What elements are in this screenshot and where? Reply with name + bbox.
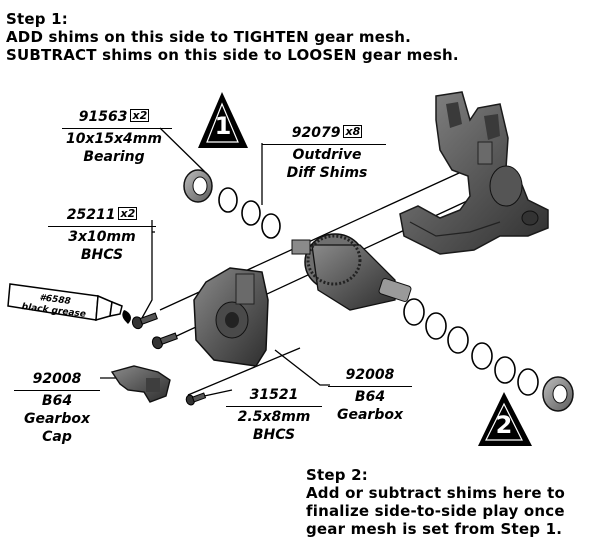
- bearing-quantity: x2: [130, 109, 150, 122]
- gearbox-part-number: 92008: [345, 367, 395, 383]
- bhcs-long-quantity: x2: [118, 207, 138, 220]
- shims-name-line-1: Outdrive: [292, 147, 362, 163]
- grease-tube: [7, 283, 131, 324]
- bhcs-long-part-number: 25211: [66, 207, 116, 223]
- step-2-line-3: gear mesh is set from Step 1.: [306, 520, 563, 538]
- upper-bulkhead: [399, 91, 549, 255]
- gearbox-cap-name-line-1: Gearbox: [23, 411, 90, 427]
- bhcs-short-size: 2.5x8mm: [237, 409, 311, 425]
- step-2-line-1: Add or subtract shims here to: [306, 484, 565, 502]
- step-1-line-2: SUBTRACT shims on this side to LOOSEN ge…: [6, 46, 459, 64]
- diff-shims-upper: [218, 187, 281, 239]
- step-1-instructions: Step 1: ADD shims on this side to TIGHTE…: [6, 10, 459, 64]
- bhcs-screws: [131, 312, 207, 406]
- step-2-number: 2: [495, 411, 513, 439]
- step-1-number: 1: [214, 112, 232, 140]
- diff-shims-lower: [403, 298, 539, 396]
- bhcs-short-callout: 31521 2.5x8mm BHCS: [226, 386, 322, 444]
- gearbox-cap-part: [110, 365, 171, 403]
- step-2-line-2: finalize side-to-side play once: [306, 502, 565, 520]
- bearing-size: 10x15x4mm: [66, 131, 162, 147]
- gearbox-name: Gearbox: [336, 407, 403, 423]
- step-2-marker: [478, 392, 532, 446]
- gearbox-cap-callout: 92008 B64 Gearbox Cap: [14, 370, 100, 446]
- gearbox-cap-model: B64: [41, 393, 73, 409]
- shims-name-line-2: Diff Shims: [286, 165, 368, 181]
- bearing-name: Bearing: [83, 149, 145, 165]
- gearbox-cap-part-number: 92008: [32, 371, 82, 387]
- gearbox-callout: 92008 B64 Gearbox: [328, 366, 412, 424]
- step-1-marker: [198, 92, 248, 148]
- gearbox-part: [193, 267, 269, 367]
- shims-quantity: x8: [343, 125, 363, 138]
- gearbox-cap-name-line-2: Cap: [42, 429, 72, 445]
- step-2-instructions: Step 2: Add or subtract shims here to fi…: [306, 466, 565, 538]
- bhcs-short-name: BHCS: [252, 427, 296, 443]
- shims-part-number: 92079: [291, 125, 341, 141]
- bearing-part: [183, 169, 213, 203]
- bhcs-short-part-number: 31521: [249, 387, 299, 403]
- step-1-title: Step 1:: [6, 10, 68, 28]
- gearbox-model: B64: [354, 389, 386, 405]
- bearing-part-number: 91563: [78, 109, 128, 125]
- differential-part: [291, 233, 412, 311]
- bearing-part-lower: [542, 376, 574, 412]
- step-1-line-1: ADD shims on this side to TIGHTEN gear m…: [6, 28, 412, 46]
- bhcs-long-size: 3x10mm: [68, 229, 136, 245]
- bhcs-long-name: BHCS: [80, 247, 124, 263]
- step-2-title: Step 2:: [306, 466, 368, 484]
